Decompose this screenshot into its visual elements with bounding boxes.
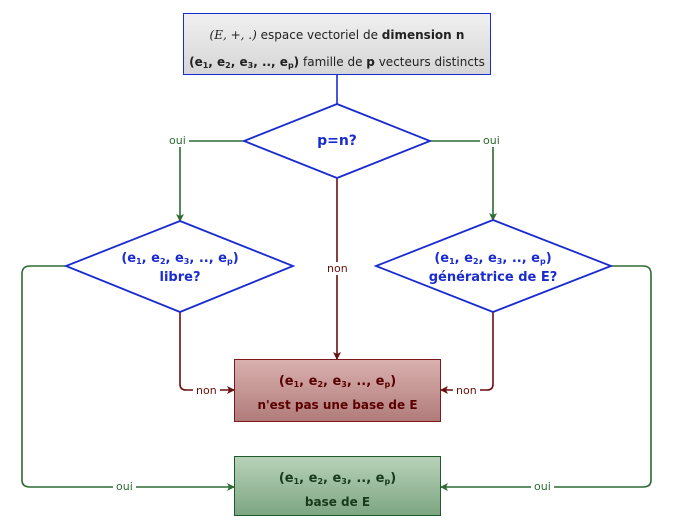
start-box: (E, +, .) espace vectoriel de dimension …: [183, 13, 491, 75]
edge-label-oui-right-bottom: oui: [531, 480, 554, 493]
decision-left-label: (e1, e2, e3, .., ep) libre?: [121, 251, 239, 285]
decision-right-shape: [373, 219, 614, 313]
edge-oui-left-bottom: [21, 265, 235, 491]
edge-label-oui-right-top: oui: [480, 134, 503, 147]
edge-oui-left-top: [176, 140, 244, 222]
edge-oui-right-top: [430, 140, 497, 221]
edge-non-left: [179, 312, 235, 394]
edge-non-right: [440, 312, 494, 394]
edge-oui-right-bottom: [440, 265, 652, 491]
decision-right-label: (e1, e2, e3, .., ep) génératrice de E?: [428, 251, 558, 285]
decision-center-shape: [241, 103, 433, 179]
edge-label-oui-left-top: oui: [166, 134, 189, 147]
result-base-box: (e1, e2, e3, .., ep) base de E: [234, 456, 441, 516]
edge-label-non-right: non: [453, 384, 480, 397]
edge-label-oui-left-bottom: oui: [113, 480, 136, 493]
edge-label-non-left: non: [193, 384, 220, 397]
start-line-1: (E, +, .) espace vectoriel de dimension …: [209, 28, 465, 42]
result-not-base-box: (e1, e2, e3, .., ep) n'est pas une base …: [234, 359, 441, 422]
decision-left-shape: [63, 220, 296, 313]
start-line-2: (e1, e2, e3, .., ep) famille de p vecteu…: [189, 55, 485, 70]
edge-label-non-center: non: [324, 262, 351, 275]
decision-center-label: p=n?: [317, 133, 357, 149]
